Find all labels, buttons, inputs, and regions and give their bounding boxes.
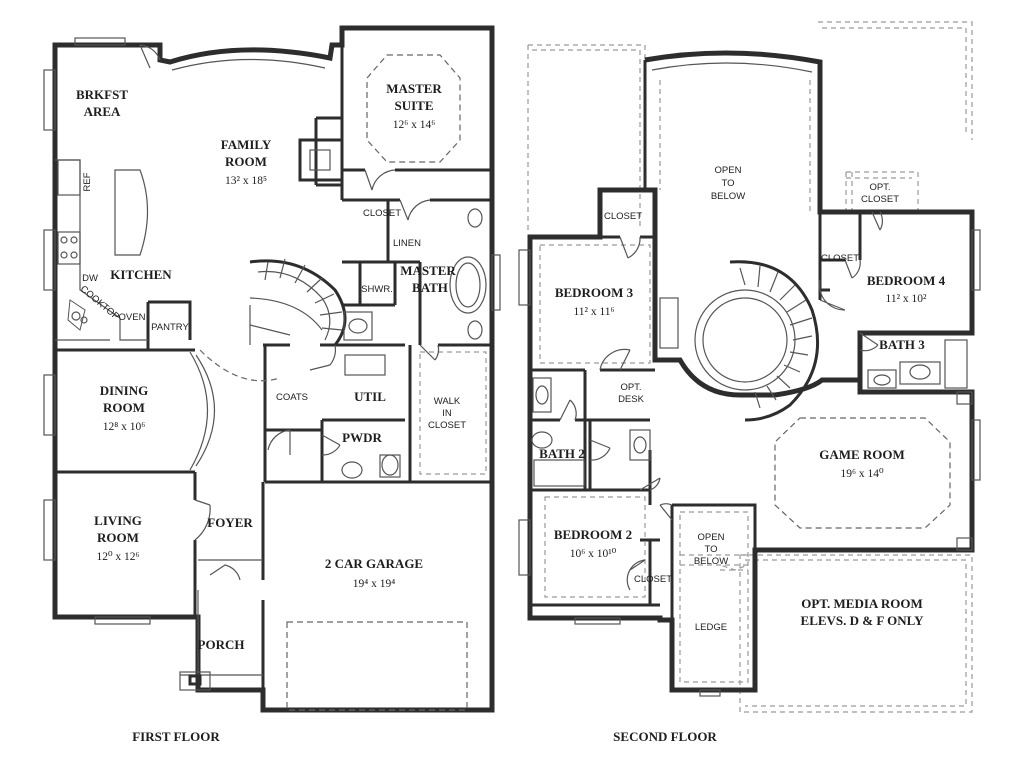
bedroom4-label: BEDROOM 4 (867, 273, 946, 288)
opt-desk-label-2: DESK (618, 394, 645, 405)
first-floor-curved-staircase (249, 258, 347, 346)
second-floor-interior-walls (528, 212, 862, 620)
media-room-label-1: OPT. MEDIA ROOM (801, 596, 922, 611)
open-to-below-1-line3: BELOW (711, 191, 745, 202)
opt-desk-label-1: OPT. (620, 382, 641, 393)
brkfst-label-2: AREA (84, 104, 121, 119)
foyer-label: FOYER (207, 515, 253, 530)
pwdr-label: PWDR (342, 430, 382, 445)
roof-outline-left (527, 44, 646, 230)
bedroom4-closet-label: CLOSET (821, 253, 859, 264)
master-bath-label-1: MASTER (400, 263, 456, 278)
bath3-label: BATH 3 (879, 337, 925, 352)
open-to-below-2-line2: TO (704, 544, 717, 555)
bedroom3-label: BEDROOM 3 (555, 285, 634, 300)
dining-room-label-1: DINING (100, 383, 148, 398)
garage-label: 2 CAR GARAGE (325, 556, 423, 571)
kitchen-island (114, 169, 149, 256)
first-floor-caption: FIRST FLOOR (132, 729, 220, 744)
open-to-below-1-line2: TO (721, 178, 734, 189)
living-room-label-1: LIVING (94, 513, 142, 528)
opt-closet-label-1: OPT. (869, 182, 890, 193)
coats-label: COATS (276, 392, 308, 403)
oven-label: OVEN (119, 312, 146, 323)
kitchen-label: KITCHEN (110, 267, 172, 282)
master-bath-label-2: BATH (412, 280, 448, 295)
master-suite-tray-ceiling (366, 54, 461, 163)
bedroom2-label: BEDROOM 2 (554, 527, 632, 542)
pantry-label: PANTRY (151, 322, 189, 333)
ledge-label: LEDGE (695, 622, 727, 633)
bedroom3-dimensions: 11² x 11⁶ (573, 306, 614, 318)
first-floor-interior-walls (55, 28, 492, 710)
bedroom3-closet-label: CLOSET (604, 211, 642, 222)
bath2-label: BATH 2 (539, 446, 585, 461)
living-room-dimensions: 12⁰ x 12⁶ (96, 551, 139, 563)
garage-door-outline (286, 621, 468, 711)
master-closet-label: CLOSET (363, 208, 401, 219)
walk-in-closet-label-2: IN (442, 408, 452, 419)
game-room-dimensions: 19⁶ x 14⁰ (840, 468, 884, 480)
dining-room-label-2: ROOM (103, 400, 145, 415)
bedroom2-closet-label: CLOSET (634, 574, 672, 585)
media-room-label-2: ELEVS. D & F ONLY (801, 613, 925, 628)
dining-room-dimensions: 12⁸ x 10⁶ (103, 421, 146, 433)
garage-dimensions: 19⁴ x 19⁴ (353, 578, 396, 590)
first-floor-labels: BRKFST AREA FAMILY ROOM 13² x 18⁵ MASTER… (76, 81, 466, 652)
porch-label: PORCH (198, 637, 245, 652)
family-room-dimensions: 13² x 18⁵ (225, 175, 267, 187)
brkfst-label-1: BRKFST (76, 87, 128, 102)
dw-label: DW (82, 273, 98, 284)
second-floor-plan (518, 21, 981, 713)
open-to-below-2-line3: BELOW (694, 556, 728, 567)
ref-label: REF (82, 172, 93, 191)
shower-label: SHWR. (361, 284, 393, 295)
walk-in-closet-label-3: CLOSET (428, 420, 466, 431)
util-label: UTIL (354, 389, 386, 404)
second-floor-caption: SECOND FLOOR (613, 729, 717, 744)
master-suite-label-2: SUITE (394, 98, 433, 113)
game-room-label: GAME ROOM (819, 447, 905, 462)
master-suite-label-1: MASTER (386, 81, 442, 96)
living-room-label-2: ROOM (97, 530, 139, 545)
master-suite-dimensions: 12⁶ x 14⁶ (393, 119, 436, 131)
walk-in-closet-label-1: WALK (434, 396, 461, 407)
first-floor-plan (43, 25, 501, 713)
second-floor-exterior-wall (527, 187, 975, 693)
linen-label: LINEN (393, 238, 421, 249)
open-to-below-2-line1: OPEN (698, 532, 725, 543)
second-floor-curved-staircase (694, 260, 820, 422)
family-room-label-1: FAMILY (221, 137, 272, 152)
opt-closet-label-2: CLOSET (861, 194, 899, 205)
bedroom4-dimensions: 11² x 10² (886, 293, 928, 305)
family-room-label-2: ROOM (225, 154, 267, 169)
second-floor-labels: CLOSET OPEN TO BELOW OPT. CLOSET CLOSET … (539, 165, 945, 633)
bedroom2-dimensions: 10⁶ x 10¹⁰ (570, 548, 617, 560)
open-to-below-1-line1: OPEN (715, 165, 742, 176)
